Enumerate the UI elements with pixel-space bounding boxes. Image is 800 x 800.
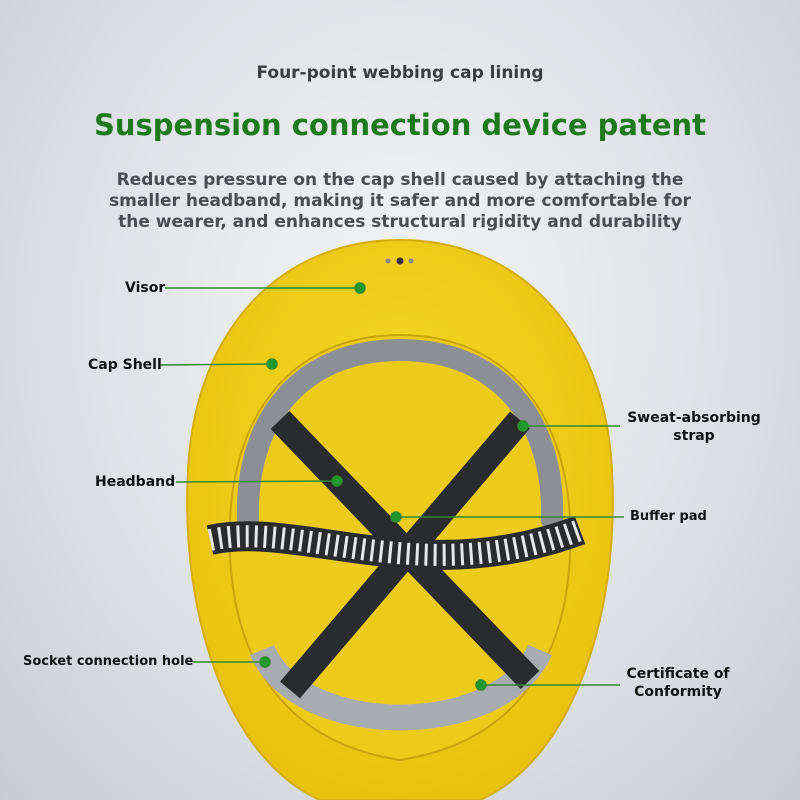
label-certificate-of-conformity: Certificate of Conformity [622,665,734,701]
description: Reduces pressure on the cap shell caused… [0,170,800,233]
label-cap-shell: Cap Shell [88,357,162,373]
label-line: Sweat-absorbing [627,410,761,426]
description-line: smaller headband, making it safer and mo… [109,191,691,211]
label-line: Conformity [634,684,722,700]
sweat-band [236,339,564,531]
label-line: strap [673,428,715,444]
subtitle: Four-point webbing cap lining [256,63,544,83]
label-buffer-pad: Buffer pad [630,509,707,524]
label-visor: Visor [125,280,166,296]
description-line: the wearer, and enhances structural rigi… [118,212,682,232]
label-socket-connection-hole: Socket connection hole [23,654,194,669]
page-title: Suspension connection device patent [93,108,707,142]
label-sweat-absorbing-strap: Sweat-absorbing strap [624,409,764,445]
description-line: Reduces pressure on the cap shell caused… [116,170,684,190]
label-headband: Headband [95,474,176,490]
label-line: Certificate of [626,666,730,682]
